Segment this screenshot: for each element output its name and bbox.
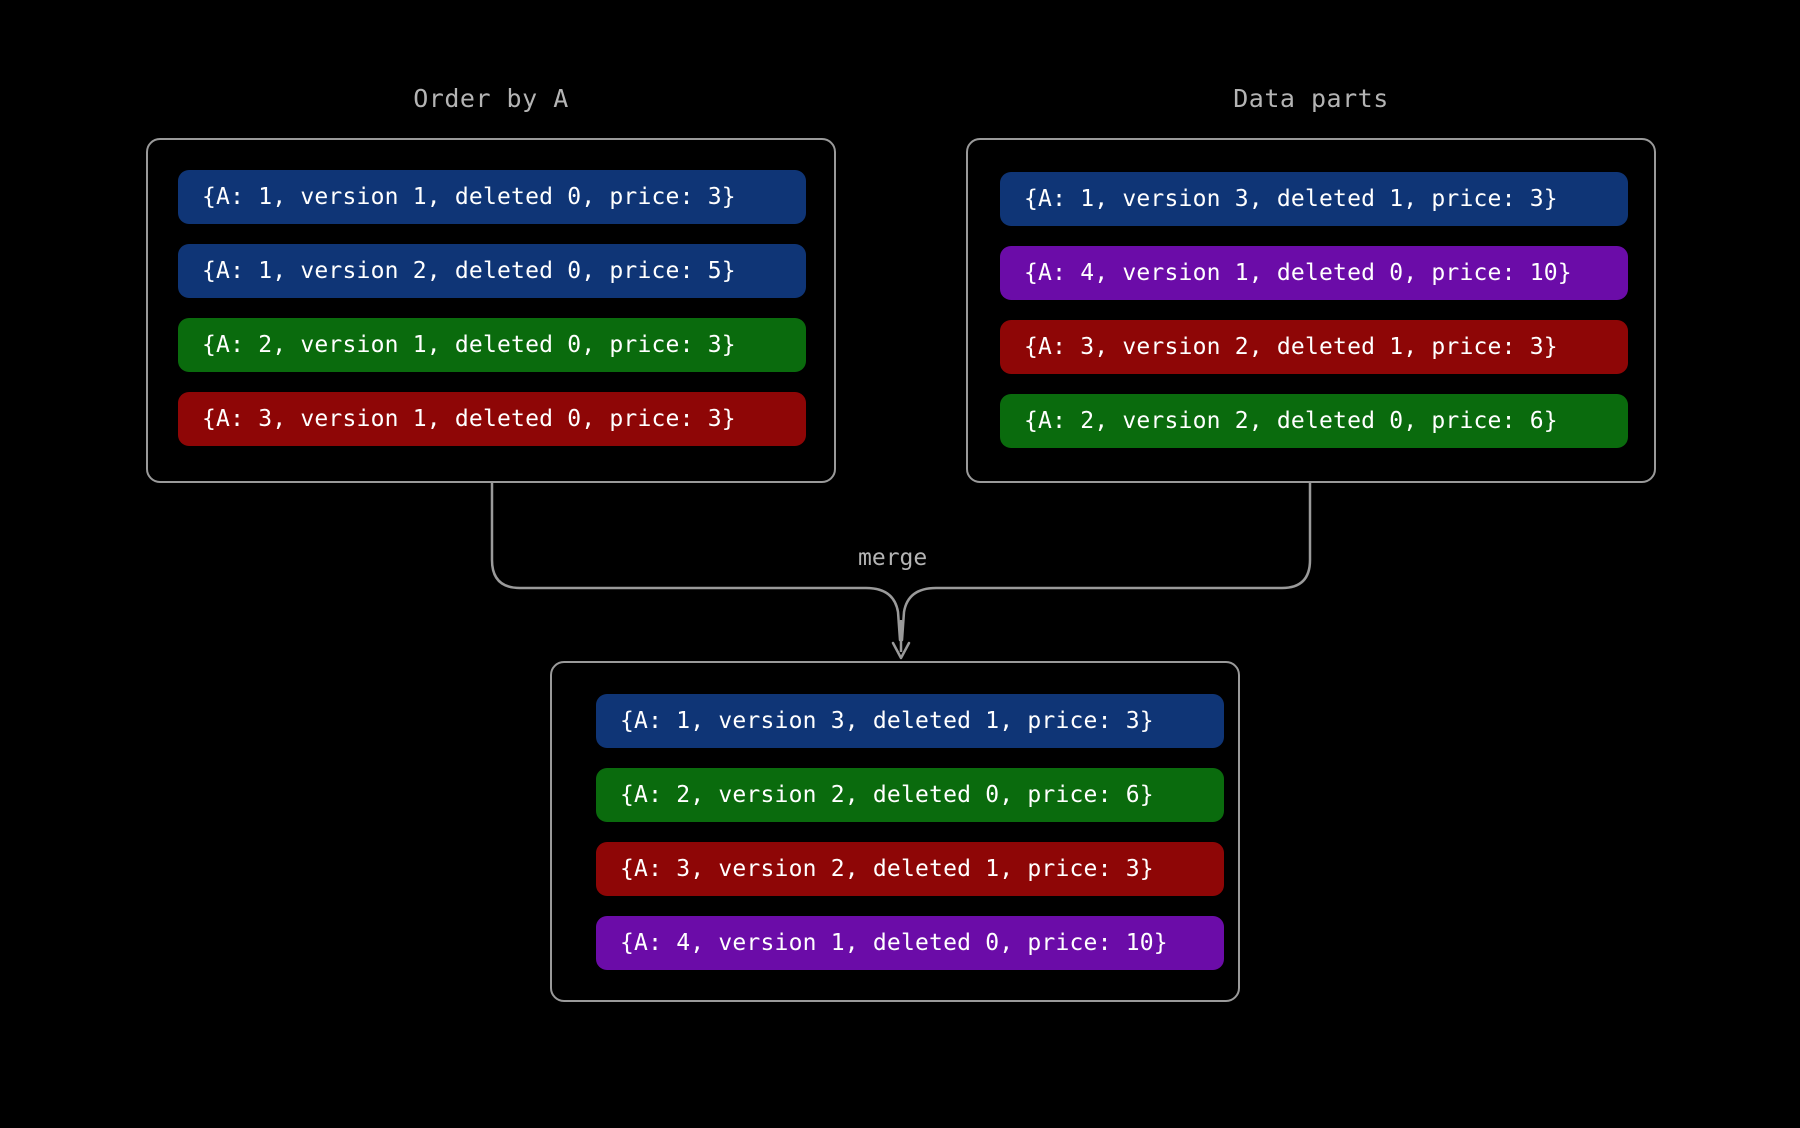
panel-order-by-a: {A: 1, version 1, deleted 0, price: 3} {… xyxy=(146,138,836,483)
record-label: {A: 1, version 3, deleted 1, price: 3} xyxy=(1024,186,1558,212)
record-row[interactable]: {A: 3, version 1, deleted 0, price: 3} xyxy=(178,392,806,446)
record-row[interactable]: {A: 2, version 2, deleted 0, price: 6} xyxy=(596,768,1224,822)
record-label: {A: 3, version 1, deleted 0, price: 3} xyxy=(202,406,736,432)
record-row[interactable]: {A: 1, version 3, deleted 1, price: 3} xyxy=(596,694,1224,748)
record-label: {A: 1, version 3, deleted 1, price: 3} xyxy=(620,708,1154,734)
record-label: {A: 4, version 1, deleted 0, price: 10} xyxy=(1024,260,1572,286)
record-label: {A: 3, version 2, deleted 1, price: 3} xyxy=(620,856,1154,882)
record-label: {A: 3, version 2, deleted 1, price: 3} xyxy=(1024,334,1558,360)
record-row[interactable]: {A: 4, version 1, deleted 0, price: 10} xyxy=(596,916,1224,970)
record-row[interactable]: {A: 4, version 1, deleted 0, price: 10} xyxy=(1000,246,1628,300)
record-label: {A: 2, version 2, deleted 0, price: 6} xyxy=(1024,408,1558,434)
panel-data-parts: {A: 1, version 3, deleted 1, price: 3} {… xyxy=(966,138,1656,483)
record-row[interactable]: {A: 3, version 2, deleted 1, price: 3} xyxy=(596,842,1224,896)
record-label: {A: 1, version 1, deleted 0, price: 3} xyxy=(202,184,736,210)
record-row[interactable]: {A: 1, version 3, deleted 1, price: 3} xyxy=(1000,172,1628,226)
merge-label: merge xyxy=(858,545,928,571)
record-label: {A: 4, version 1, deleted 0, price: 10} xyxy=(620,930,1168,956)
panel-title-order-by-a: Order by A xyxy=(413,84,569,113)
panel-title-data-parts: Data parts xyxy=(1233,84,1389,113)
record-row[interactable]: {A: 3, version 2, deleted 1, price: 3} xyxy=(1000,320,1628,374)
record-label: {A: 2, version 2, deleted 0, price: 6} xyxy=(620,782,1154,808)
record-row[interactable]: {A: 2, version 2, deleted 0, price: 6} xyxy=(1000,394,1628,448)
record-row[interactable]: {A: 1, version 1, deleted 0, price: 3} xyxy=(178,170,806,224)
record-row[interactable]: {A: 2, version 1, deleted 0, price: 3} xyxy=(178,318,806,372)
record-label: {A: 2, version 1, deleted 0, price: 3} xyxy=(202,332,736,358)
panel-merged-result: {A: 1, version 3, deleted 1, price: 3} {… xyxy=(550,661,1240,1002)
record-row[interactable]: {A: 1, version 2, deleted 0, price: 5} xyxy=(178,244,806,298)
record-label: {A: 1, version 2, deleted 0, price: 5} xyxy=(202,258,736,284)
